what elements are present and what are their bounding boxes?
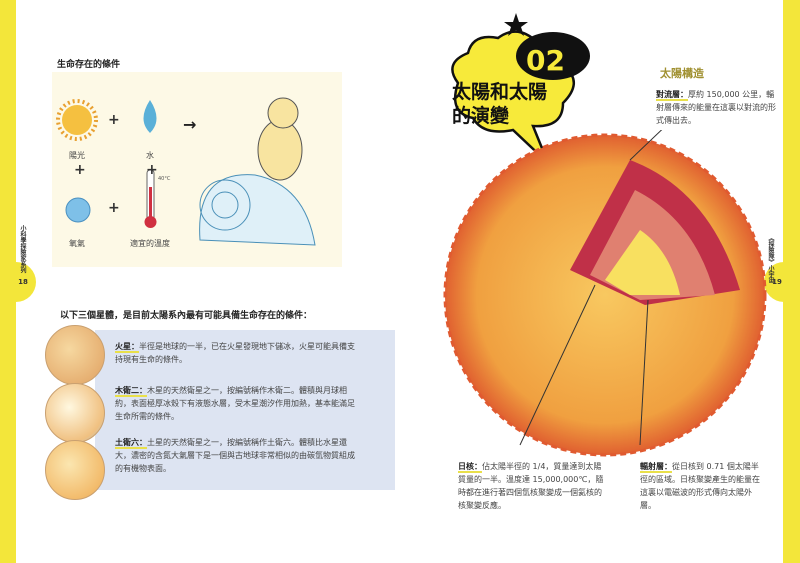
planet-description: 土星的天然衛星之一，按編號稱作土衛六。體積比水星還大，濃密的含氮大氣層下是一個與… [115, 438, 355, 473]
conditions-illustration: 40°C → [56, 97, 316, 246]
layer-radiative: 輻射層：從日核到 0.71 個太陽半徑的區域。日核聚變產生的能量在這裏以電磁波的… [640, 460, 760, 512]
sun-cutaway-illustration [443, 130, 767, 457]
page-number-text: 18 [18, 278, 28, 286]
conditions-heading: 生命存在的條件 [57, 60, 121, 70]
layer-description: 佔太陽半徑的 1/4，質量達到太陽質量的一半。溫度達 15,000,000℃，隨… [458, 462, 604, 510]
layer-description: 從日核到 0.71 個太陽半徑的區域。日核聚變產生的能量在這裏以電磁波的形式傳向… [640, 462, 760, 510]
structure-heading: 太陽構造 [660, 67, 704, 80]
planets-heading: 以下三個星體，是目前太陽系內最有可能具備生命存在的條件： [60, 311, 313, 321]
condition-label-temperature: 適宜的溫度 [130, 239, 170, 248]
condition-label-water: 水 [146, 151, 154, 160]
nautilus-baby-illustration [199, 97, 316, 246]
chapter-title-line: 太陽和太陽 [452, 81, 548, 103]
layer-name: 輻射層： [640, 462, 672, 473]
layer-convection: 對流層：厚約 150,000 公里，輻射層傳來的能量在這裏以對流的形式傳出去。 [656, 88, 781, 127]
convection-pointer [629, 130, 663, 161]
arrow-icon: → [183, 115, 196, 134]
chapter-title: 太陽和太陽的演變 [452, 80, 547, 128]
mars-illustration [45, 325, 105, 385]
right-side-text: 《探險隊》小宇宙 [767, 235, 774, 283]
layer-core: 日核：佔太陽半徑的 1/4，質量達到太陽質量的一半。溫度達 15,000,000… [458, 460, 608, 512]
chapter-number: 02 [526, 44, 565, 77]
layer-name: 對流層： [656, 90, 688, 101]
planet-titan: 土衛六：土星的天然衛星之一，按編號稱作土衛六。體積比水星還大，濃密的含氮大氣層下… [115, 436, 355, 475]
plus-icon: + [146, 162, 158, 178]
europa-illustration [45, 383, 105, 443]
planet-name: 土衛六： [115, 438, 147, 449]
titan-illustration [45, 440, 105, 500]
planet-mars: 火星：半徑是地球的一半，已在火星發現地下儲冰，火星可能具備支持現有生命的條件。 [115, 340, 355, 366]
planets-panel [95, 330, 395, 490]
chapter-title-line: 的演變 [452, 105, 510, 127]
core [605, 230, 680, 295]
core-pointer [519, 284, 596, 446]
page-number-left: 18 [0, 262, 36, 302]
planet-name: 火星： [115, 342, 139, 353]
planet-description: 半徑是地球的一半，已在火星發現地下儲冰，火星可能具備支持現有生命的條件。 [115, 342, 355, 364]
left-side-text: 小科學探險家系列 [19, 225, 26, 273]
plus-icon: + [108, 200, 120, 216]
planet-description: 木星的天然衛星之一，按編號稱作木衛二。體積與月球相約，表面極厚冰殼下有液態水層，… [115, 386, 355, 421]
condition-label-oxygen: 氧氣 [69, 239, 85, 248]
chapter-badge: 02 [451, 13, 590, 164]
sun-icon [56, 99, 98, 141]
sun-surface [443, 133, 767, 457]
thermometer-label: 40°C [158, 176, 171, 182]
radiative-pointer [639, 299, 649, 446]
water-icon [143, 100, 157, 133]
planet-name: 木衛二： [115, 386, 147, 397]
condition-label-sunlight: 陽光 [69, 151, 85, 160]
plus-icon: + [108, 112, 120, 128]
planet-europa: 木衛二：木星的天然衛星之一，按編號稱作木衛二。體積與月球相約，表面極厚冰殼下有液… [115, 384, 355, 423]
page-number-text: 19 [772, 278, 782, 286]
plus-icon: + [74, 162, 86, 178]
oxygen-icon [65, 197, 91, 223]
page-number-right: 19 [764, 262, 800, 302]
layer-description: 厚約 150,000 公里，輻射層傳來的能量在這裏以對流的形式傳出去。 [656, 90, 776, 125]
star-icon [504, 13, 528, 36]
layer-name: 日核： [458, 462, 482, 473]
thermometer-icon [144, 169, 157, 228]
